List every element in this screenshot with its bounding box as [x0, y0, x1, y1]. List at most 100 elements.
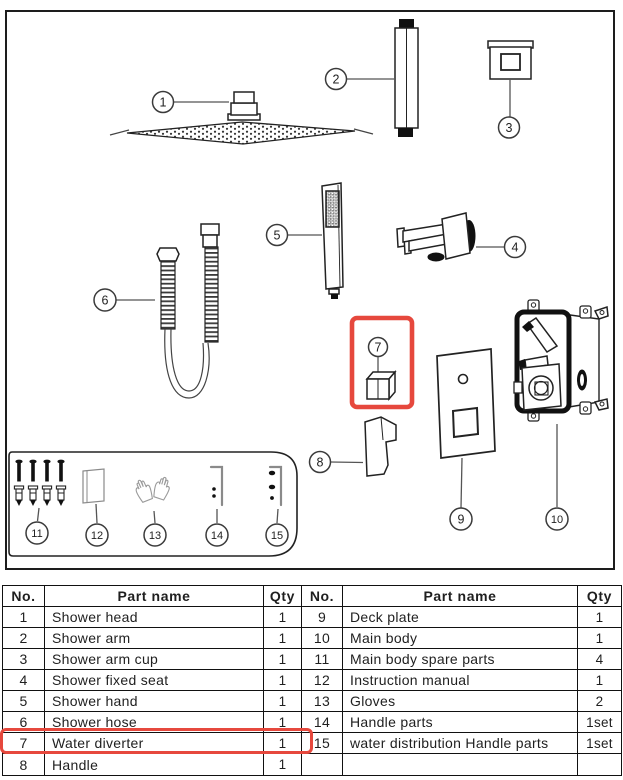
highlight-part-7-box: [349, 315, 415, 410]
svg-text:14: 14: [211, 530, 223, 542]
shower-arm-illustration: [394, 19, 419, 137]
cell-qty: 1: [264, 628, 302, 649]
cell-part: Main body spare parts: [343, 649, 578, 670]
cell-qty: 1: [264, 649, 302, 670]
callout-7: 7: [367, 336, 389, 358]
cell-qty: 1: [264, 670, 302, 691]
cell-part: water distribution Handle parts: [343, 733, 578, 754]
svg-text:4: 4: [512, 241, 519, 255]
cell-no: 2: [3, 628, 45, 649]
water-diverter-illustration: [365, 356, 397, 402]
header-part-left: Part name: [45, 586, 264, 607]
cell-qty: 1: [264, 733, 302, 754]
cell-part: Instruction manual: [343, 670, 578, 691]
cell-qty: [578, 754, 621, 775]
callout-11: 11: [25, 507, 49, 545]
accessory-kit-box: [8, 451, 298, 557]
svg-text:1: 1: [160, 96, 167, 110]
header-qty-left: Qty: [264, 586, 302, 607]
cell-no: 7: [3, 733, 45, 754]
header-part-right: Part name: [343, 586, 578, 607]
header-no-left: No.: [3, 586, 45, 607]
cell-part: Shower hand: [45, 691, 264, 712]
shower-fixed-seat-illustration: [396, 212, 476, 262]
gloves-illustration: [132, 475, 173, 504]
callout-3: 3: [497, 79, 521, 139]
cell-qty: 4: [578, 649, 621, 670]
callout-14: 14: [205, 509, 229, 547]
cell-no: 4: [3, 670, 45, 691]
shower-hand-illustration: [321, 182, 344, 299]
cell-no: 5: [3, 691, 45, 712]
callout-4: 4: [476, 235, 527, 259]
cell-part: Gloves: [343, 691, 578, 712]
callout-13: 13: [143, 510, 167, 547]
cell-no: 15: [302, 733, 343, 754]
header-qty-right: Qty: [578, 586, 621, 607]
callout-8: 8: [308, 450, 364, 474]
callout-5: 5: [265, 223, 322, 247]
cell-no: 1: [3, 607, 45, 628]
cell-no: 11: [302, 649, 343, 670]
cell-part: Shower arm: [45, 628, 264, 649]
callout-10: 10: [545, 424, 569, 531]
svg-text:7: 7: [375, 341, 382, 355]
cell-qty: 1set: [578, 733, 621, 754]
instruction-manual-illustration: [82, 468, 105, 504]
cell-qty: 1: [578, 670, 621, 691]
cell-no: 10: [302, 628, 343, 649]
cell-part: Main body: [343, 628, 578, 649]
cell-part: Shower fixed seat: [45, 670, 264, 691]
hex-key-illustration: [209, 465, 224, 507]
cell-no: 3: [3, 649, 45, 670]
cell-part: Shower hose: [45, 712, 264, 733]
shower-head-illustration: [109, 91, 374, 145]
cell-qty: 1: [578, 628, 621, 649]
svg-text:10: 10: [551, 514, 563, 526]
svg-text:3: 3: [506, 121, 513, 135]
parts-table: No. Part name Qty No. Part name Qty 1 Sh…: [2, 585, 622, 776]
cell-no: [302, 754, 343, 775]
callout-2: 2: [324, 67, 394, 91]
cell-no: 12: [302, 670, 343, 691]
cell-part: [343, 754, 578, 775]
expansion-screws-illustration: [13, 459, 67, 507]
cell-part-water-diverter: Water diverter: [45, 733, 264, 754]
callout-15: 15: [265, 508, 289, 547]
svg-text:9: 9: [458, 513, 465, 527]
shower-hose-illustration: [156, 223, 220, 399]
svg-text:15: 15: [271, 530, 283, 542]
svg-text:5: 5: [274, 229, 281, 243]
callout-9: 9: [449, 457, 473, 531]
svg-text:8: 8: [317, 456, 324, 470]
cell-qty: 1: [264, 754, 302, 775]
svg-text:6: 6: [102, 294, 109, 308]
cell-qty: 1: [578, 607, 621, 628]
header-no-right: No.: [302, 586, 343, 607]
cell-part: Handle parts: [343, 712, 578, 733]
cell-no: 8: [3, 754, 45, 775]
svg-text:2: 2: [333, 73, 340, 87]
callout-6: 6: [93, 288, 155, 312]
cell-part: Shower head: [45, 607, 264, 628]
cell-part: Deck plate: [343, 607, 578, 628]
cell-qty: 1set: [578, 712, 621, 733]
cell-part: Handle: [45, 754, 264, 775]
cell-qty: 2: [578, 691, 621, 712]
diagram-panel: 1 2 3 4: [5, 10, 615, 570]
cell-no: 6: [3, 712, 45, 733]
svg-text:12: 12: [91, 530, 103, 542]
cell-no: 9: [302, 607, 343, 628]
cell-qty: 1: [264, 691, 302, 712]
deck-plate-illustration: [436, 348, 496, 459]
cell-no: 14: [302, 712, 343, 733]
callout-12: 12: [85, 503, 109, 547]
handle-illustration: [364, 416, 397, 477]
svg-text:11: 11: [31, 528, 42, 540]
shower-arm-cup-illustration: [487, 40, 534, 80]
cell-qty: 1: [264, 607, 302, 628]
diverter-key-parts-illustration: [268, 465, 283, 507]
cell-qty: 1: [264, 712, 302, 733]
cell-no: 13: [302, 691, 343, 712]
cell-part: Shower arm cup: [45, 649, 264, 670]
